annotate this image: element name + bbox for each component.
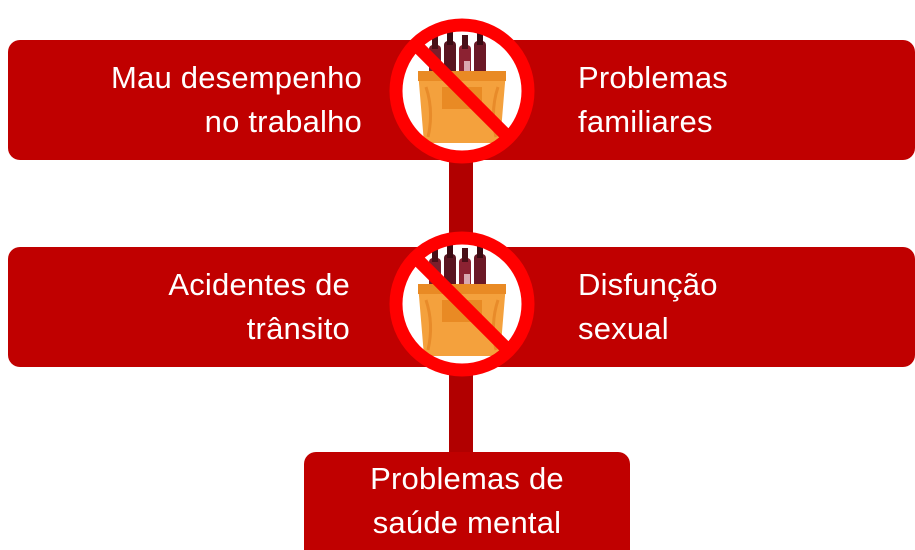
label-line: Acidentes de (168, 267, 350, 302)
label-poor-work-performance: Mau desempenho no trabalho (40, 56, 362, 144)
label-line: saúde mental (372, 505, 562, 540)
label-family-problems: Problemas familiares (578, 56, 828, 144)
label-line: Problemas de (370, 461, 564, 496)
label-mental-health-problems: Problemas de saúde mental (304, 457, 630, 545)
label-line: no trabalho (204, 104, 362, 139)
connector-bottom (449, 360, 473, 460)
label-line: sexual (578, 311, 669, 346)
label-line: trânsito (246, 311, 350, 346)
bar-bottom (304, 452, 630, 550)
no-alcohol-icon (382, 11, 542, 171)
label-line: familiares (578, 104, 713, 139)
label-line: Problemas (578, 60, 728, 95)
label-line: Disfunção (578, 267, 718, 302)
label-traffic-accidents: Acidentes de trânsito (60, 263, 350, 351)
label-line: Mau desempenho (111, 60, 362, 95)
no-alcohol-icon (382, 224, 542, 384)
label-sexual-dysfunction: Disfunção sexual (578, 263, 828, 351)
